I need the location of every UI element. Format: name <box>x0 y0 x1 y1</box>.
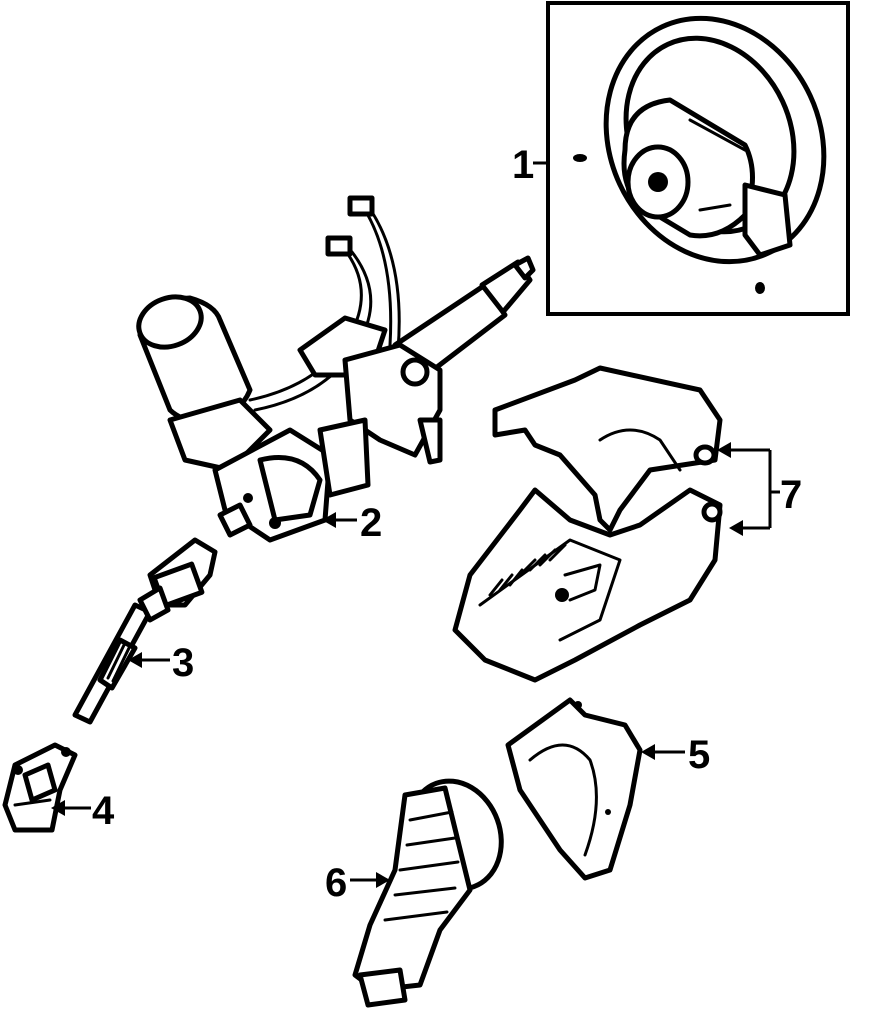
column-cover-boot-part[interactable] <box>505 697 643 881</box>
callout-1: 1 <box>512 143 550 187</box>
callout-5-label: 5 <box>688 733 710 777</box>
universal-joint-part[interactable] <box>2 742 78 833</box>
callout-7: 7 <box>717 442 802 536</box>
column-covers-part[interactable] <box>452 365 723 683</box>
steering-column-part[interactable] <box>132 195 536 543</box>
callout-6: 6 <box>325 861 390 905</box>
callout-2: 2 <box>322 501 382 545</box>
callout-7-label: 7 <box>780 473 802 517</box>
intermediate-shaft-part[interactable] <box>72 537 218 725</box>
callout-3: 3 <box>128 641 194 685</box>
callout-2-label: 2 <box>360 501 382 545</box>
steering-wheel-part[interactable] <box>567 0 863 298</box>
callout-5: 5 <box>641 733 710 777</box>
callout-6-label: 6 <box>325 861 347 905</box>
shaft-boot-part[interactable] <box>352 768 516 1008</box>
callout-3-label: 3 <box>172 641 194 685</box>
callout-4: 4 <box>51 789 115 833</box>
callout-4-label: 4 <box>92 789 115 833</box>
steering-wheel-inset <box>546 0 863 316</box>
callout-1-label: 1 <box>512 143 534 187</box>
